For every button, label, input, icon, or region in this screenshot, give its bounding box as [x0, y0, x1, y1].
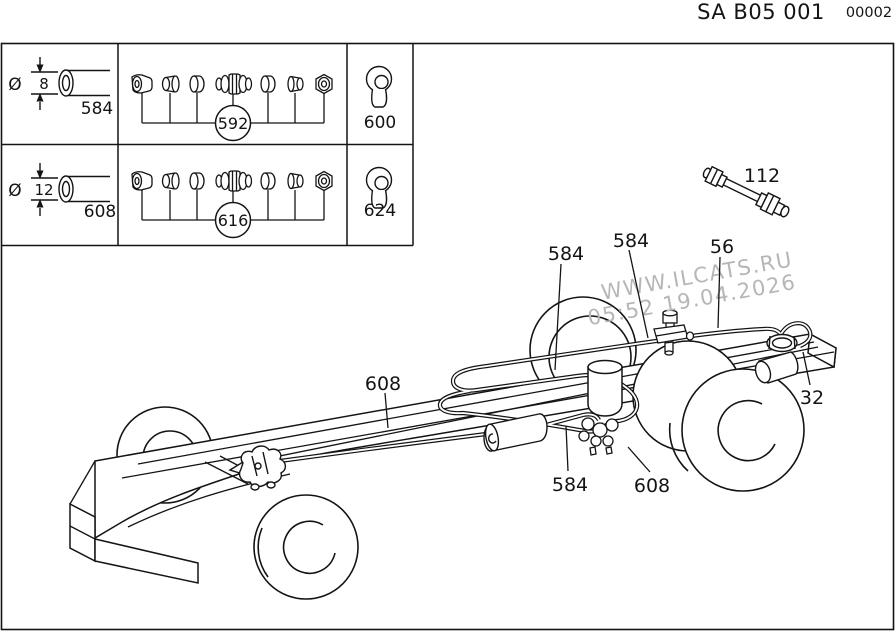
callout-584-bottom: 584 [552, 474, 588, 496]
legend-row-diameter-12: Ø 12 608 616 624 [8, 163, 396, 239]
fitting-set-number: 616 [218, 211, 249, 230]
front-near-wheel [253, 494, 359, 600]
rear-brake-valve [754, 333, 799, 384]
callout-608-mid: 608 [365, 373, 401, 395]
rear-near-wheel [632, 340, 805, 492]
callout-608-bottom: 608 [634, 475, 670, 497]
pipe-part-number: 608 [84, 202, 116, 222]
sheet-page-number: 00002 [846, 5, 892, 21]
fitting-set-number: 592 [218, 114, 249, 133]
callout-32: 32 [800, 387, 824, 409]
callout-112: 112 [744, 165, 780, 187]
banjo-part-number: 624 [364, 201, 396, 221]
junction-valve [653, 309, 695, 356]
diameter-symbol: Ø [8, 181, 21, 201]
banjo-fitting-illustration [365, 65, 393, 108]
diameter-symbol: Ø [8, 75, 21, 95]
distribution-manifold [578, 417, 619, 456]
leader-lines [384, 249, 811, 473]
diameter-value: 8 [39, 75, 49, 93]
legend-grid [1, 43, 414, 247]
watermark: WWW.ILCATS.RU 05:52 19.04.2026 [586, 247, 798, 330]
callout-584-center: 584 [613, 230, 649, 252]
callout-584-front: 584 [548, 243, 584, 265]
callout-56: 56 [710, 236, 734, 258]
pipe-part-number: 584 [81, 99, 113, 119]
legend-row-diameter-8: Ø 8 584 592 600 [8, 57, 396, 142]
fluid-reservoir [587, 359, 623, 417]
sheet-code: SA B05 001 [697, 0, 825, 24]
flexible-hose-112 [702, 165, 790, 218]
diameter-value: 12 [34, 181, 53, 199]
front-pipe-junction [228, 445, 287, 491]
banjo-part-number: 600 [364, 113, 396, 133]
drawing-border [0, 42, 895, 631]
inline-cylinder [483, 413, 548, 452]
